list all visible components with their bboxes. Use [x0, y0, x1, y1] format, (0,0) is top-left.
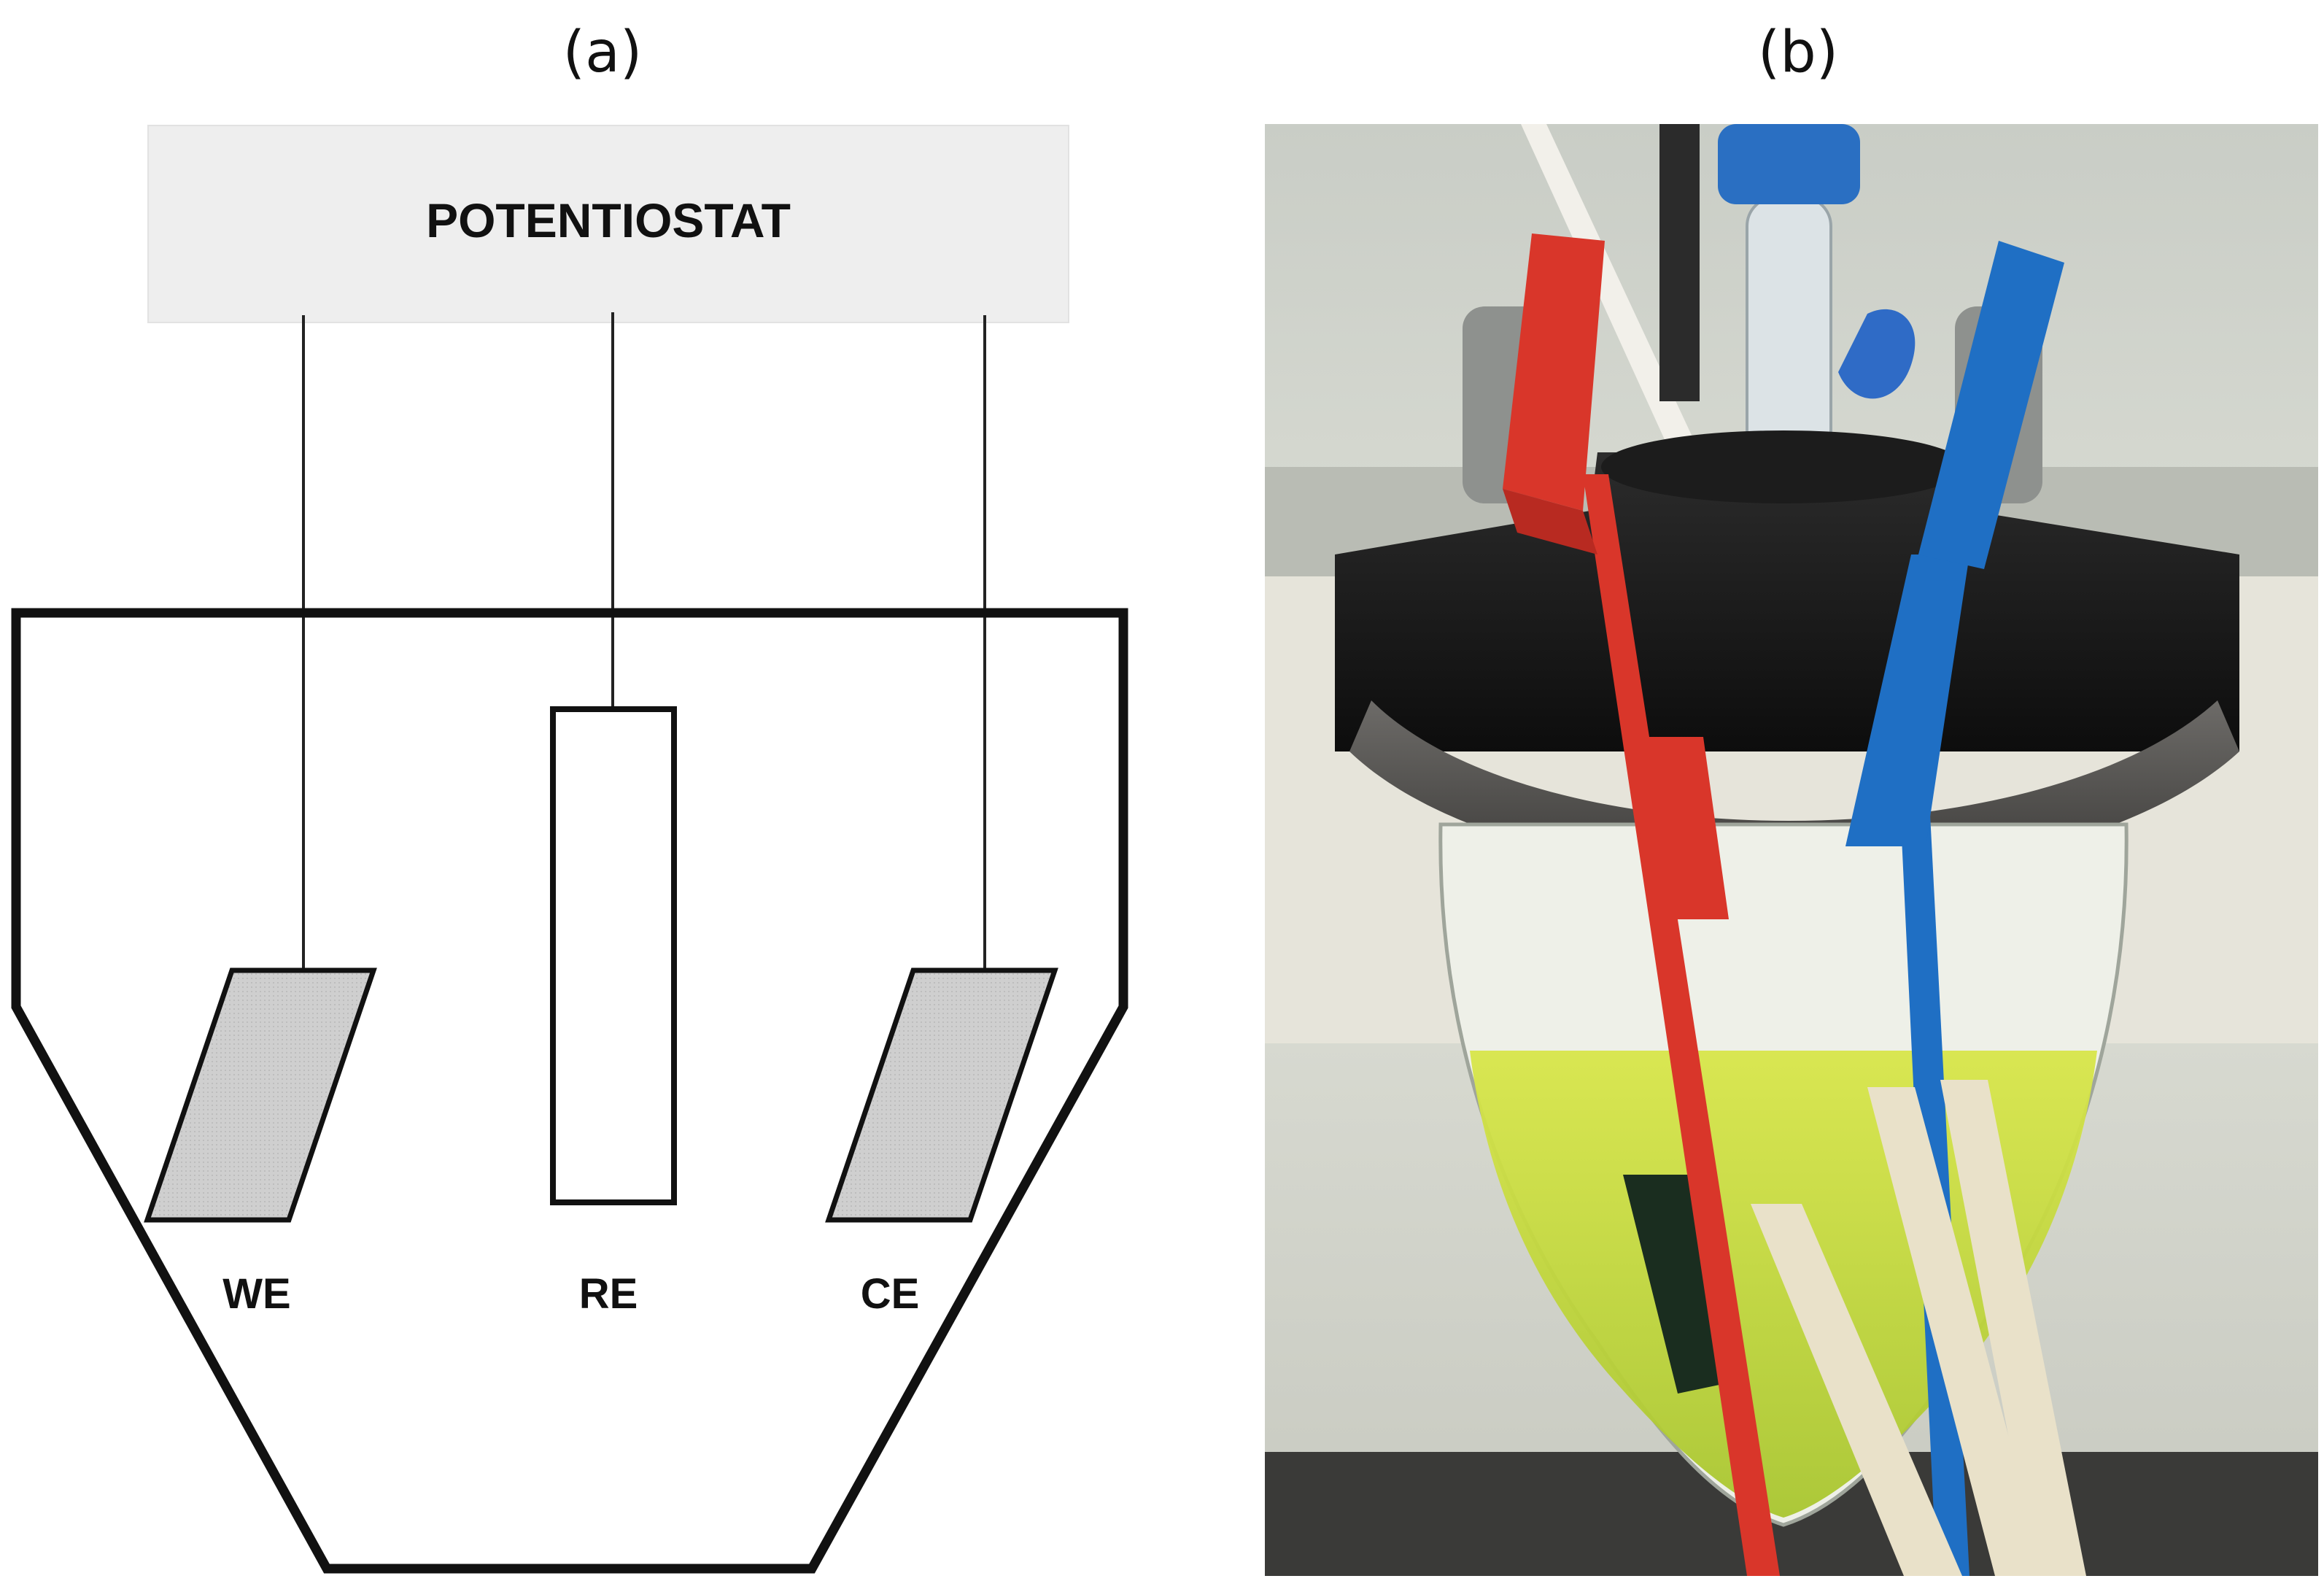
reference-electrode: [550, 706, 677, 1205]
red-connector: [1627, 737, 1729, 919]
blue-sleeve-1: [1867, 1087, 2046, 1576]
blue-sleeve-2: [1940, 1080, 2086, 1576]
sample-tube: [1521, 124, 1700, 452]
reference-probe: [1746, 196, 1832, 461]
red-sleeve: [1751, 1204, 1962, 1576]
working-electrode: [144, 967, 377, 1223]
red-clip: [1503, 233, 1605, 511]
cell-vessel-outline: [11, 608, 1128, 1574]
potentiostat-label: POTENTIOSTAT: [426, 193, 791, 247]
re-label: RE: [579, 1270, 638, 1318]
probe-cap: [1718, 124, 1860, 204]
blue-connector: [1845, 555, 1969, 846]
we-label: WE: [222, 1270, 290, 1318]
counter-electrode: [825, 967, 1058, 1223]
photo-panel: [1265, 124, 2318, 1576]
schematic-panel: POTENTIOSTAT WE RE CE: [11, 125, 1128, 1574]
potentiostat-box: [147, 125, 1069, 323]
blue-clip: [1918, 241, 2064, 569]
panel-label-b: (b): [1758, 20, 1838, 85]
ce-label: CE: [861, 1270, 920, 1318]
panel-label-a: (a): [563, 20, 643, 85]
